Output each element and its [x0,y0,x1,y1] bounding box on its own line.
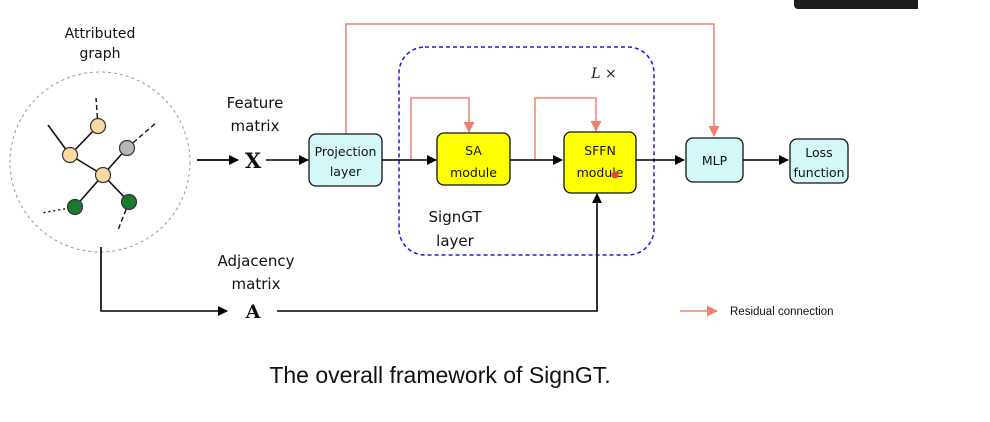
graph-label: graph [80,46,121,62]
adjacency-to-sffn-arrow [277,193,602,312]
figure-caption: The overall framework of SignGT. [269,362,611,388]
projection-layer-label: layer [330,164,362,179]
feature-matrix-symbol: X [245,148,262,173]
graph-node [61,146,79,164]
projection-layer-label: Projection [315,144,377,159]
legend-residual-label: Residual connection [730,306,834,318]
sa-module-block [436,132,511,186]
residual-connection-sa [410,97,475,160]
graph-node [120,193,138,211]
sffn-module-block [563,131,637,194]
mlp-label: MLP [702,153,728,168]
loss-function-label: function [793,165,844,180]
sa-module-label: SA [465,143,482,158]
sffn-module-label: SFFN [584,143,616,158]
repeat-count-label: L × [590,66,616,82]
graph-node [118,139,136,157]
attributed-graph [9,71,191,253]
adjacency-matrix-symbol: A [245,301,261,323]
graph-label: Attributed [65,26,136,42]
cursor-dot-icon [611,171,619,179]
sa-module-label: module [450,165,497,180]
graph-boundary [9,71,191,253]
adjacency-matrix-label: Adjacency [218,252,295,270]
window-top-bar [794,0,918,9]
loss-function-block [789,138,849,184]
legend: Residual connection [680,305,834,318]
graph-node [89,117,107,135]
graph-to-adjacency-line [100,247,228,316]
graph-node [94,166,112,184]
graph-node [66,198,84,216]
signgt-layer-label: SignGT [429,208,483,226]
feature-matrix-label: Feature [227,94,284,112]
feature-matrix-label: matrix [231,117,280,135]
signgt-layer-label: layer [436,232,474,250]
loss-function-label: Loss [805,145,832,160]
signgt-layer-box [398,46,655,256]
residual-connection-sffn [534,97,602,160]
adjacency-matrix-label: matrix [232,275,281,293]
residual-connection-outer [345,23,720,137]
